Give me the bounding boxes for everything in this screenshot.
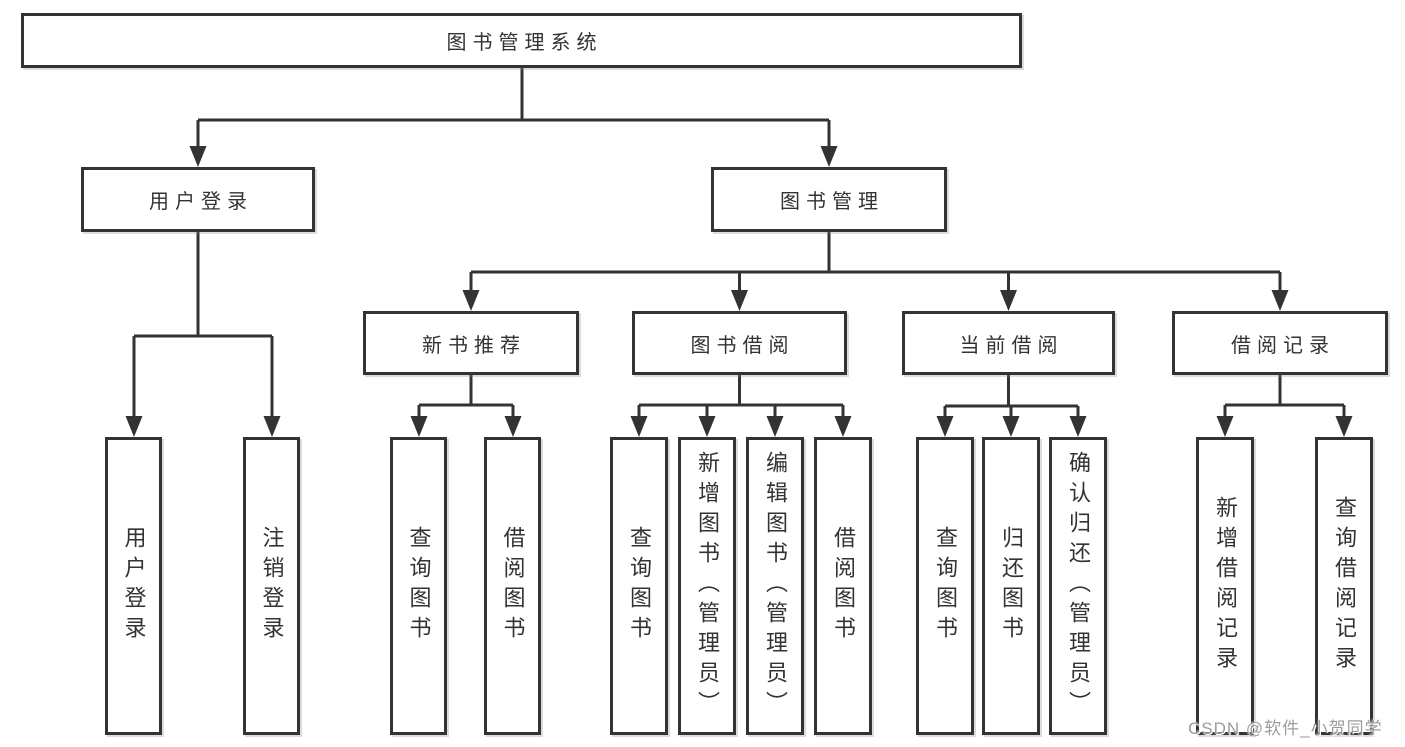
node-label: 用户登录 — [149, 191, 253, 213]
leaf-return-books: 归还图书 — [982, 437, 1040, 735]
leaf-edit-books-admin: 编辑图书（管理员） — [746, 437, 804, 735]
node-label: 借阅记录 — [1231, 334, 1335, 357]
node-label: 确认归还（管理员） — [1066, 451, 1091, 721]
node-user-login: 用户登录 — [81, 167, 315, 232]
leaf-logout: 注销登录 — [243, 437, 300, 735]
node-library-management-system: 图书管理系统 — [21, 13, 1022, 68]
leaf-confirm-return-admin: 确认归还（管理员） — [1049, 437, 1107, 735]
csdn-watermark: CSDN @软件_小贺同学 — [1188, 719, 1383, 738]
node-label: 查询借阅记录 — [1332, 496, 1357, 676]
node-label: 查询图书 — [406, 526, 432, 646]
node-book-borrow: 图书借阅 — [632, 311, 847, 375]
node-label: 借阅图书 — [500, 526, 526, 646]
node-label: 新增图书（管理员） — [695, 451, 720, 721]
node-label: 图书管理系统 — [446, 32, 603, 54]
leaf-add-books-admin: 新增图书（管理员） — [678, 437, 736, 735]
node-label: 用户登录 — [121, 526, 147, 646]
node-borrow-records: 借阅记录 — [1172, 311, 1388, 375]
leaf-borrow-books: 借阅图书 — [814, 437, 872, 735]
leaf-user-login: 用户登录 — [105, 437, 162, 735]
node-label: 归还图书 — [999, 526, 1024, 646]
node-label: 查询图书 — [627, 526, 652, 646]
node-label: 借阅图书 — [831, 526, 856, 646]
node-label: 新增借阅记录 — [1213, 496, 1238, 676]
leaf-query-borrow-record: 查询借阅记录 — [1315, 437, 1373, 735]
node-book-management: 图书管理 — [711, 167, 947, 232]
leaf-query-books-borrow: 查询图书 — [610, 437, 668, 735]
node-label: 图书管理 — [780, 191, 884, 213]
node-label: 编辑图书（管理员） — [763, 451, 788, 721]
leaf-borrow-books-recommend: 借阅图书 — [484, 437, 541, 735]
node-label: 图书借阅 — [690, 334, 795, 357]
node-label: 当前借阅 — [959, 334, 1064, 357]
node-label: 新书推荐 — [422, 334, 526, 357]
leaf-query-books-recommend: 查询图书 — [390, 437, 447, 735]
node-new-book-recommend: 新书推荐 — [363, 311, 579, 375]
node-current-borrow: 当前借阅 — [902, 311, 1115, 375]
node-label: 注销登录 — [259, 526, 285, 646]
leaf-query-books-current: 查询图书 — [916, 437, 974, 735]
leaf-add-borrow-record: 新增借阅记录 — [1196, 437, 1254, 735]
node-label: 查询图书 — [933, 526, 958, 646]
